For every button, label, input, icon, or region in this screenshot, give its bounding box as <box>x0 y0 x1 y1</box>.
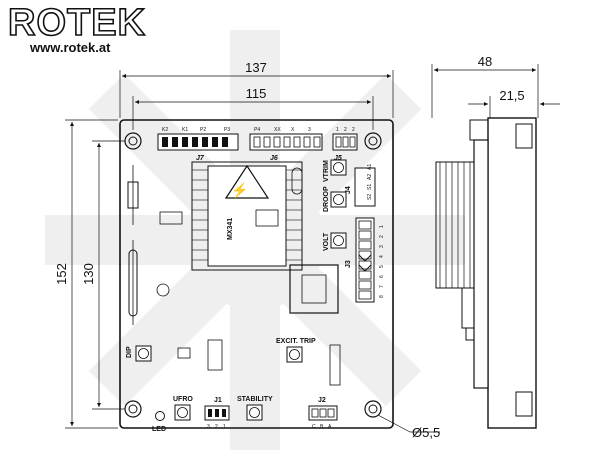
dim-depth: 48 <box>478 54 492 69</box>
j2-pin-b: B <box>320 424 324 430</box>
pot-dip: DIP <box>126 345 152 362</box>
brand-logo: ROTEK www.rotek.at <box>7 1 146 55</box>
j2-label: J2 <box>318 397 326 404</box>
j2-pin-a: A <box>328 424 332 430</box>
dim-height-inner: 130 <box>81 263 96 285</box>
j1-pin-1: 1 <box>223 424 226 430</box>
j7-label: J7 <box>196 155 205 162</box>
j3-pin-1: 1 <box>379 225 385 228</box>
dim-width-inner: 115 <box>246 86 267 101</box>
j2-pin-c: C <box>312 424 316 430</box>
j6-pin-x: X <box>291 127 295 133</box>
j1-pin-2: 2 <box>215 424 218 430</box>
hazard-bolt-icon: ⚡ <box>231 182 248 199</box>
pot-vtrim: VTRIM <box>323 159 347 182</box>
stability-label: STABILITY <box>237 396 273 403</box>
brand-url: www.rotek.at <box>29 40 111 55</box>
left-components <box>127 165 341 386</box>
j7-pin-k1: K1 <box>182 127 188 133</box>
board-outline <box>119 119 394 429</box>
j4-pin-a2: A2 <box>367 174 373 180</box>
j3-pin-7: 7 <box>379 285 385 288</box>
led-label: LED <box>152 426 166 433</box>
pot-excit-trip: EXCIT. TRIP <box>276 338 316 363</box>
j3-pin-8: 8 <box>379 295 385 298</box>
led: LED <box>152 411 166 433</box>
dip-label: DIP <box>126 346 133 358</box>
j3-pin-4: 4 <box>379 255 385 258</box>
j6-pin-p4: P4 <box>254 127 260 133</box>
connector-j1: J1 3 2 1 <box>204 397 230 430</box>
j6-pin-3: 3 <box>308 127 311 133</box>
j3-label: J3 <box>345 260 352 268</box>
j1-pin-3: 3 <box>207 424 210 430</box>
board-model: MX341 <box>227 218 234 240</box>
dim-height-outer: 152 <box>54 263 69 285</box>
connector-j6: P4 XX X 3 J6 <box>249 127 323 162</box>
j3-pin-5: 5 <box>379 265 385 268</box>
j7-pin-k2: K2 <box>162 127 168 133</box>
j6-pin-xx: XX <box>274 127 281 133</box>
heatsink <box>191 161 303 271</box>
j4-pin-s2: S2 <box>367 194 373 200</box>
j5-pin-2a: 2 <box>344 127 347 133</box>
j5-pin-2b: 2 <box>352 127 355 133</box>
j7-pin-p2: P2 <box>200 127 206 133</box>
j6-label: J6 <box>270 155 278 162</box>
dim-depth-partial: 21,5 <box>499 88 524 103</box>
droop-label: DROOP <box>323 186 330 212</box>
connector-j7: K2 K1 P2 P3 J7 <box>157 127 239 162</box>
connector-j4: A1 A2 S1 S2 J4 <box>345 164 376 207</box>
pot-volt: VOLT <box>323 232 347 251</box>
j3-pin-2: 2 <box>379 235 385 238</box>
pot-stability: STABILITY <box>237 396 273 421</box>
connector-j3: 1 2 3 4 5 6 7 8 J3 <box>345 217 385 303</box>
volt-label: VOLT <box>323 232 330 251</box>
pot-ufro: UFRO <box>173 396 193 421</box>
brand-name: ROTEK <box>8 2 146 44</box>
j4-pin-a1: A1 <box>367 164 373 170</box>
j7-pin-p3: P3 <box>224 127 230 133</box>
ufro-label: UFRO <box>173 396 193 403</box>
j3-pin-3: 3 <box>379 245 385 248</box>
vtrim-label: VTRIM <box>323 160 330 182</box>
excit-trip-label: EXCIT. TRIP <box>276 338 316 345</box>
connector-j2: J2 C B A <box>308 397 338 430</box>
j3-pin-6: 6 <box>379 275 385 278</box>
j4-pin-s1: S1 <box>367 184 373 190</box>
connector-j5: 1 2 2 J5 <box>332 127 358 162</box>
side-view <box>435 117 537 429</box>
j4-label: J4 <box>345 186 352 194</box>
j5-pin-1: 1 <box>336 127 339 133</box>
j1-label: J1 <box>214 397 222 404</box>
dimension-lines <box>65 64 560 433</box>
dim-hole-diameter: Ø5,5 <box>412 425 440 440</box>
dim-width-outer: 137 <box>245 60 267 75</box>
j5-label: J5 <box>334 155 342 162</box>
pot-droop: DROOP <box>323 186 347 212</box>
